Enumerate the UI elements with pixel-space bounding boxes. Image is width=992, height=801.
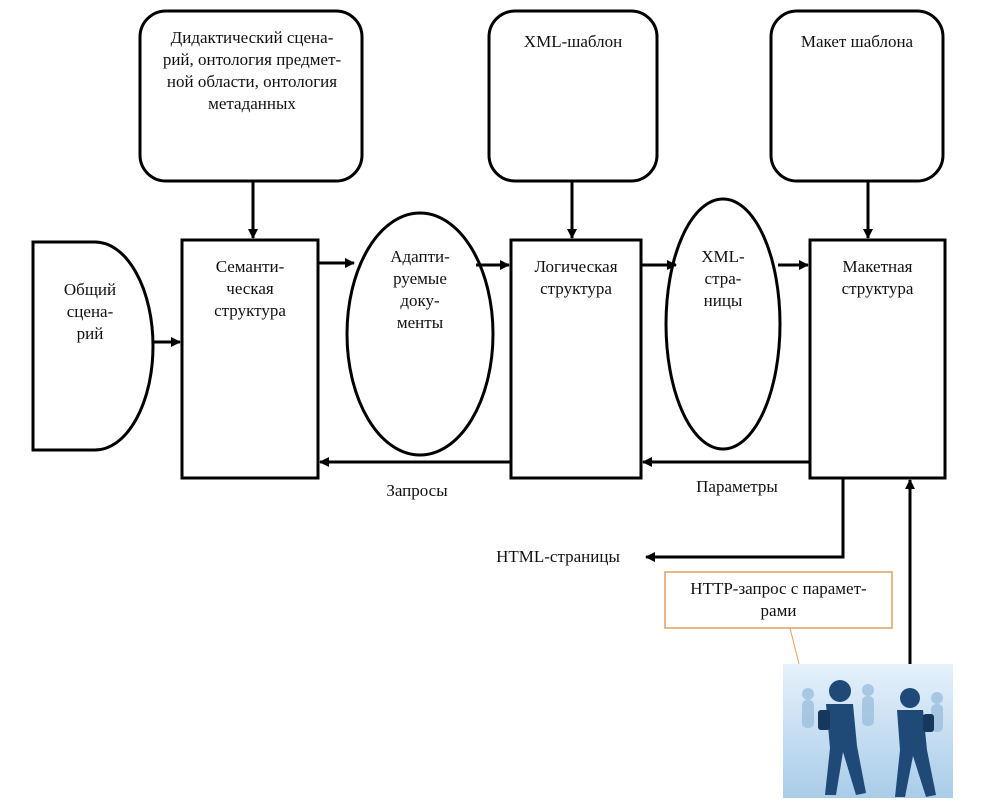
parameters-label: Параметры [696, 477, 778, 496]
layout-structure-box [808, 238, 947, 480]
general-scenario-shape [31, 240, 155, 452]
semantic-structure-label: Семанти- ческая структура [214, 257, 286, 320]
xml-pages-ellipse [664, 197, 782, 451]
didactic-source-box [138, 9, 364, 183]
general-scenario-label: Общий сцена- рий [63, 280, 117, 343]
adaptive-documents-ellipse [345, 211, 495, 457]
adaptive-documents-label: Адапти- руемые доку- менты [390, 247, 450, 332]
arrow-html-pages [645, 478, 845, 562]
http-request-callout [664, 571, 893, 629]
http-request-label: HTTP-запрос с парамет- рами [690, 579, 867, 620]
layout-template-box [769, 9, 945, 183]
xml-pages-label: XML- стра- ницы [701, 247, 745, 310]
callout-pointer [789, 627, 801, 669]
logical-structure-box [509, 238, 643, 480]
requests-label: Запросы [386, 481, 448, 500]
logical-structure-label: Логическая структура [534, 257, 618, 298]
semantic-structure-box [180, 238, 320, 480]
layout-template-label: Макет шаблона [800, 32, 914, 51]
xml-template-label: XML-шаблон [523, 32, 623, 51]
didactic-source-label: Дидактический сцена- рий, онтология пред… [162, 28, 342, 113]
people-image [783, 664, 953, 798]
layout-structure-label: Макетная структура [841, 257, 914, 298]
html-pages-label: HTML-страницы [496, 547, 620, 566]
